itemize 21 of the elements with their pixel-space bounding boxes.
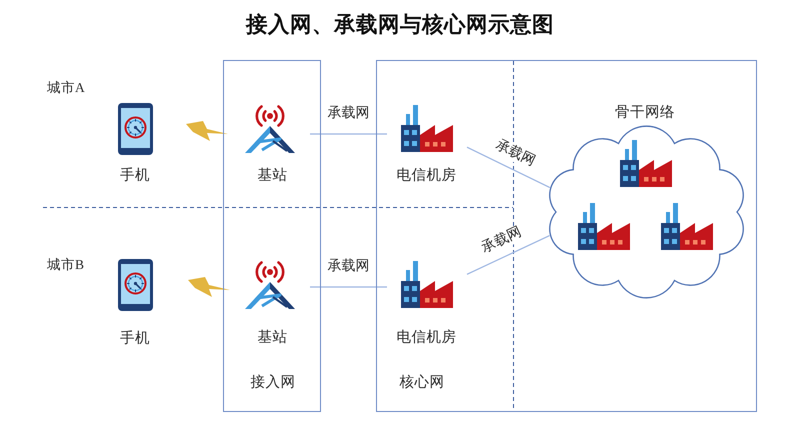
title: 接入网、承载网与核心网示意图 — [246, 12, 554, 38]
node-label: 手机 — [120, 330, 150, 348]
group-box — [376, 60, 757, 412]
node-label: 电信机房 — [396, 167, 456, 184]
row-label: 城市B — [47, 257, 84, 273]
node-label: 基站 — [258, 167, 288, 184]
connector-line — [466, 235, 550, 275]
factory-icon — [660, 202, 712, 250]
node-label: 电信机房 — [396, 329, 456, 346]
connector-line — [466, 146, 550, 188]
node-label: 手机 — [120, 168, 150, 184]
group-box — [223, 60, 321, 412]
factory-icon — [578, 202, 630, 250]
row-label: 城市A — [47, 80, 85, 96]
factory-icon — [620, 140, 672, 186]
connector-line — [310, 286, 387, 288]
node-label: 基站 — [258, 329, 288, 346]
cloud-heading: 骨干网络 — [615, 104, 675, 121]
connector-line — [310, 133, 387, 135]
group-label: 核心网 — [400, 374, 444, 392]
group-label: 接入网 — [250, 374, 296, 392]
